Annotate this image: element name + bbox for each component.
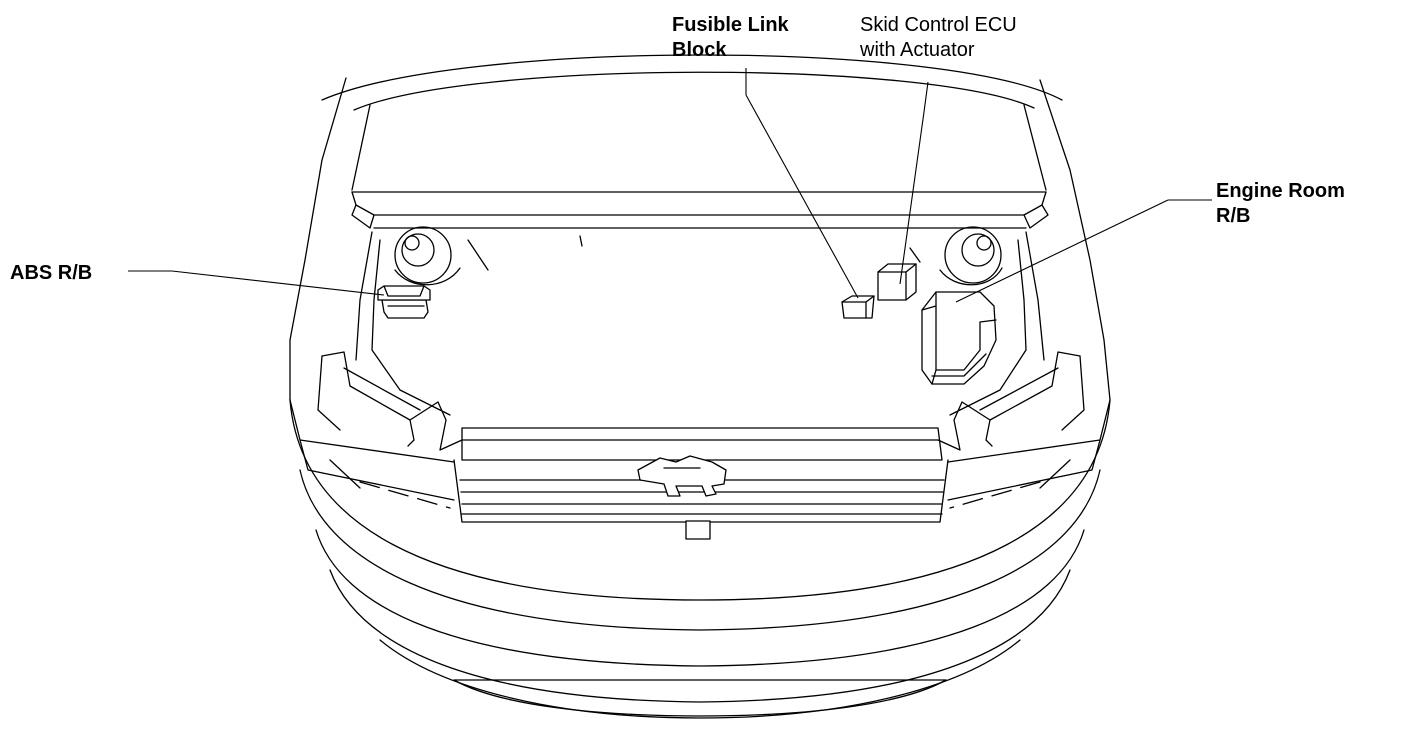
fusible-link-block xyxy=(841,295,875,319)
label-engine-room-line1: Engine Room xyxy=(1216,180,1345,202)
vehicle-body xyxy=(289,54,1111,719)
label-skid-control-line1: Skid Control ECU xyxy=(860,14,1017,36)
skid-control-ecu-actuator xyxy=(877,263,917,301)
label-skid-control-line2: with Actuator xyxy=(859,39,975,61)
label-engine-room-line2: R/B xyxy=(1216,205,1250,227)
label-fusible-link-line1: Fusible Link xyxy=(672,14,790,36)
abs-relay-block xyxy=(377,285,431,319)
leader-lines xyxy=(128,68,1212,303)
label-abs-rb: ABS R/B xyxy=(10,262,92,284)
engine-room-relay-block xyxy=(921,291,997,385)
label-fusible-link-line2: Block xyxy=(672,39,727,61)
